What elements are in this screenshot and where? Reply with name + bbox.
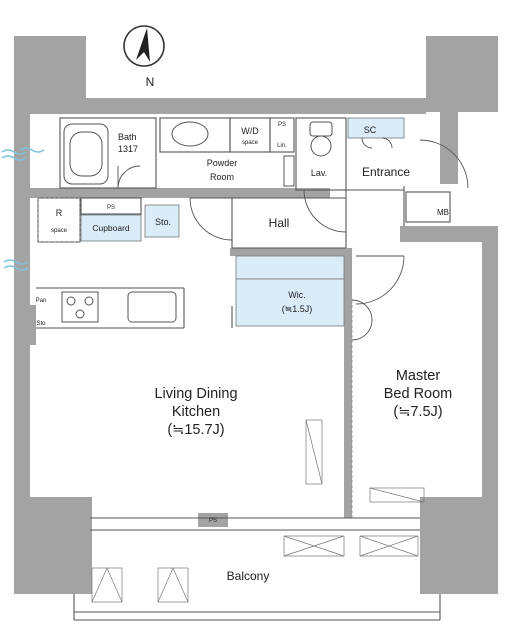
bathtub-icon	[63, 123, 109, 185]
compass-label: N	[146, 75, 155, 89]
ldk-label-2: Kitchen	[172, 404, 220, 420]
sink-icon	[171, 121, 209, 147]
pantry-label: Pan	[36, 298, 47, 304]
shoe-closet-label: SC	[364, 125, 377, 135]
stove-icon	[61, 291, 99, 323]
wd-space-sub: space	[242, 140, 259, 146]
storage-mid-label: Sto.	[155, 217, 171, 227]
storage-areas	[80, 117, 405, 327]
master-bedroom-size: (≒7.5J)	[393, 404, 442, 420]
wd-space-label: W/D	[241, 126, 259, 136]
window-hatch	[91, 419, 425, 603]
kitchen-sink-icon	[127, 291, 177, 323]
toilet-icon	[309, 121, 333, 157]
entrance-label: Entrance	[362, 165, 410, 179]
partition-lines	[36, 117, 451, 621]
ps-mid-label: PS	[107, 205, 115, 211]
ps-top-label: PS	[278, 122, 286, 128]
meter-box-label: MB	[437, 208, 449, 217]
hall-label: Hall	[269, 216, 290, 230]
ventilation-icon	[1, 147, 45, 271]
wic-label: Wic.	[288, 290, 306, 300]
powder-room-label-2: Room	[210, 172, 234, 182]
ldk-label-1: Living Dining	[154, 386, 237, 402]
storage-left-label: Sto	[36, 321, 46, 327]
master-bedroom-label-1: Master	[396, 368, 440, 384]
ldk-size: (≒15.7J)	[167, 422, 224, 438]
compass-icon	[123, 25, 165, 67]
bath-label: Bath	[118, 132, 137, 142]
dashed-lines	[37, 197, 353, 518]
r-space-sub: space	[51, 228, 68, 234]
balcony-label: Balcony	[227, 569, 270, 583]
cupboard-label: Cupboard	[92, 223, 130, 233]
wic-size: (≒1.5J)	[282, 304, 313, 314]
master-bedroom-label-2: Bed Room	[384, 386, 453, 402]
powder-room-label-1: Powder	[207, 158, 238, 168]
r-space-label: R	[56, 208, 63, 218]
door-swings	[117, 137, 469, 341]
exterior-walls	[14, 36, 498, 594]
lavatory-label: Lav.	[311, 168, 327, 178]
washbasin-icon	[283, 155, 295, 187]
linen-label: Lin.	[277, 143, 287, 149]
ps-bottom-label: PS	[209, 518, 217, 524]
bath-size: 1317	[118, 144, 138, 154]
